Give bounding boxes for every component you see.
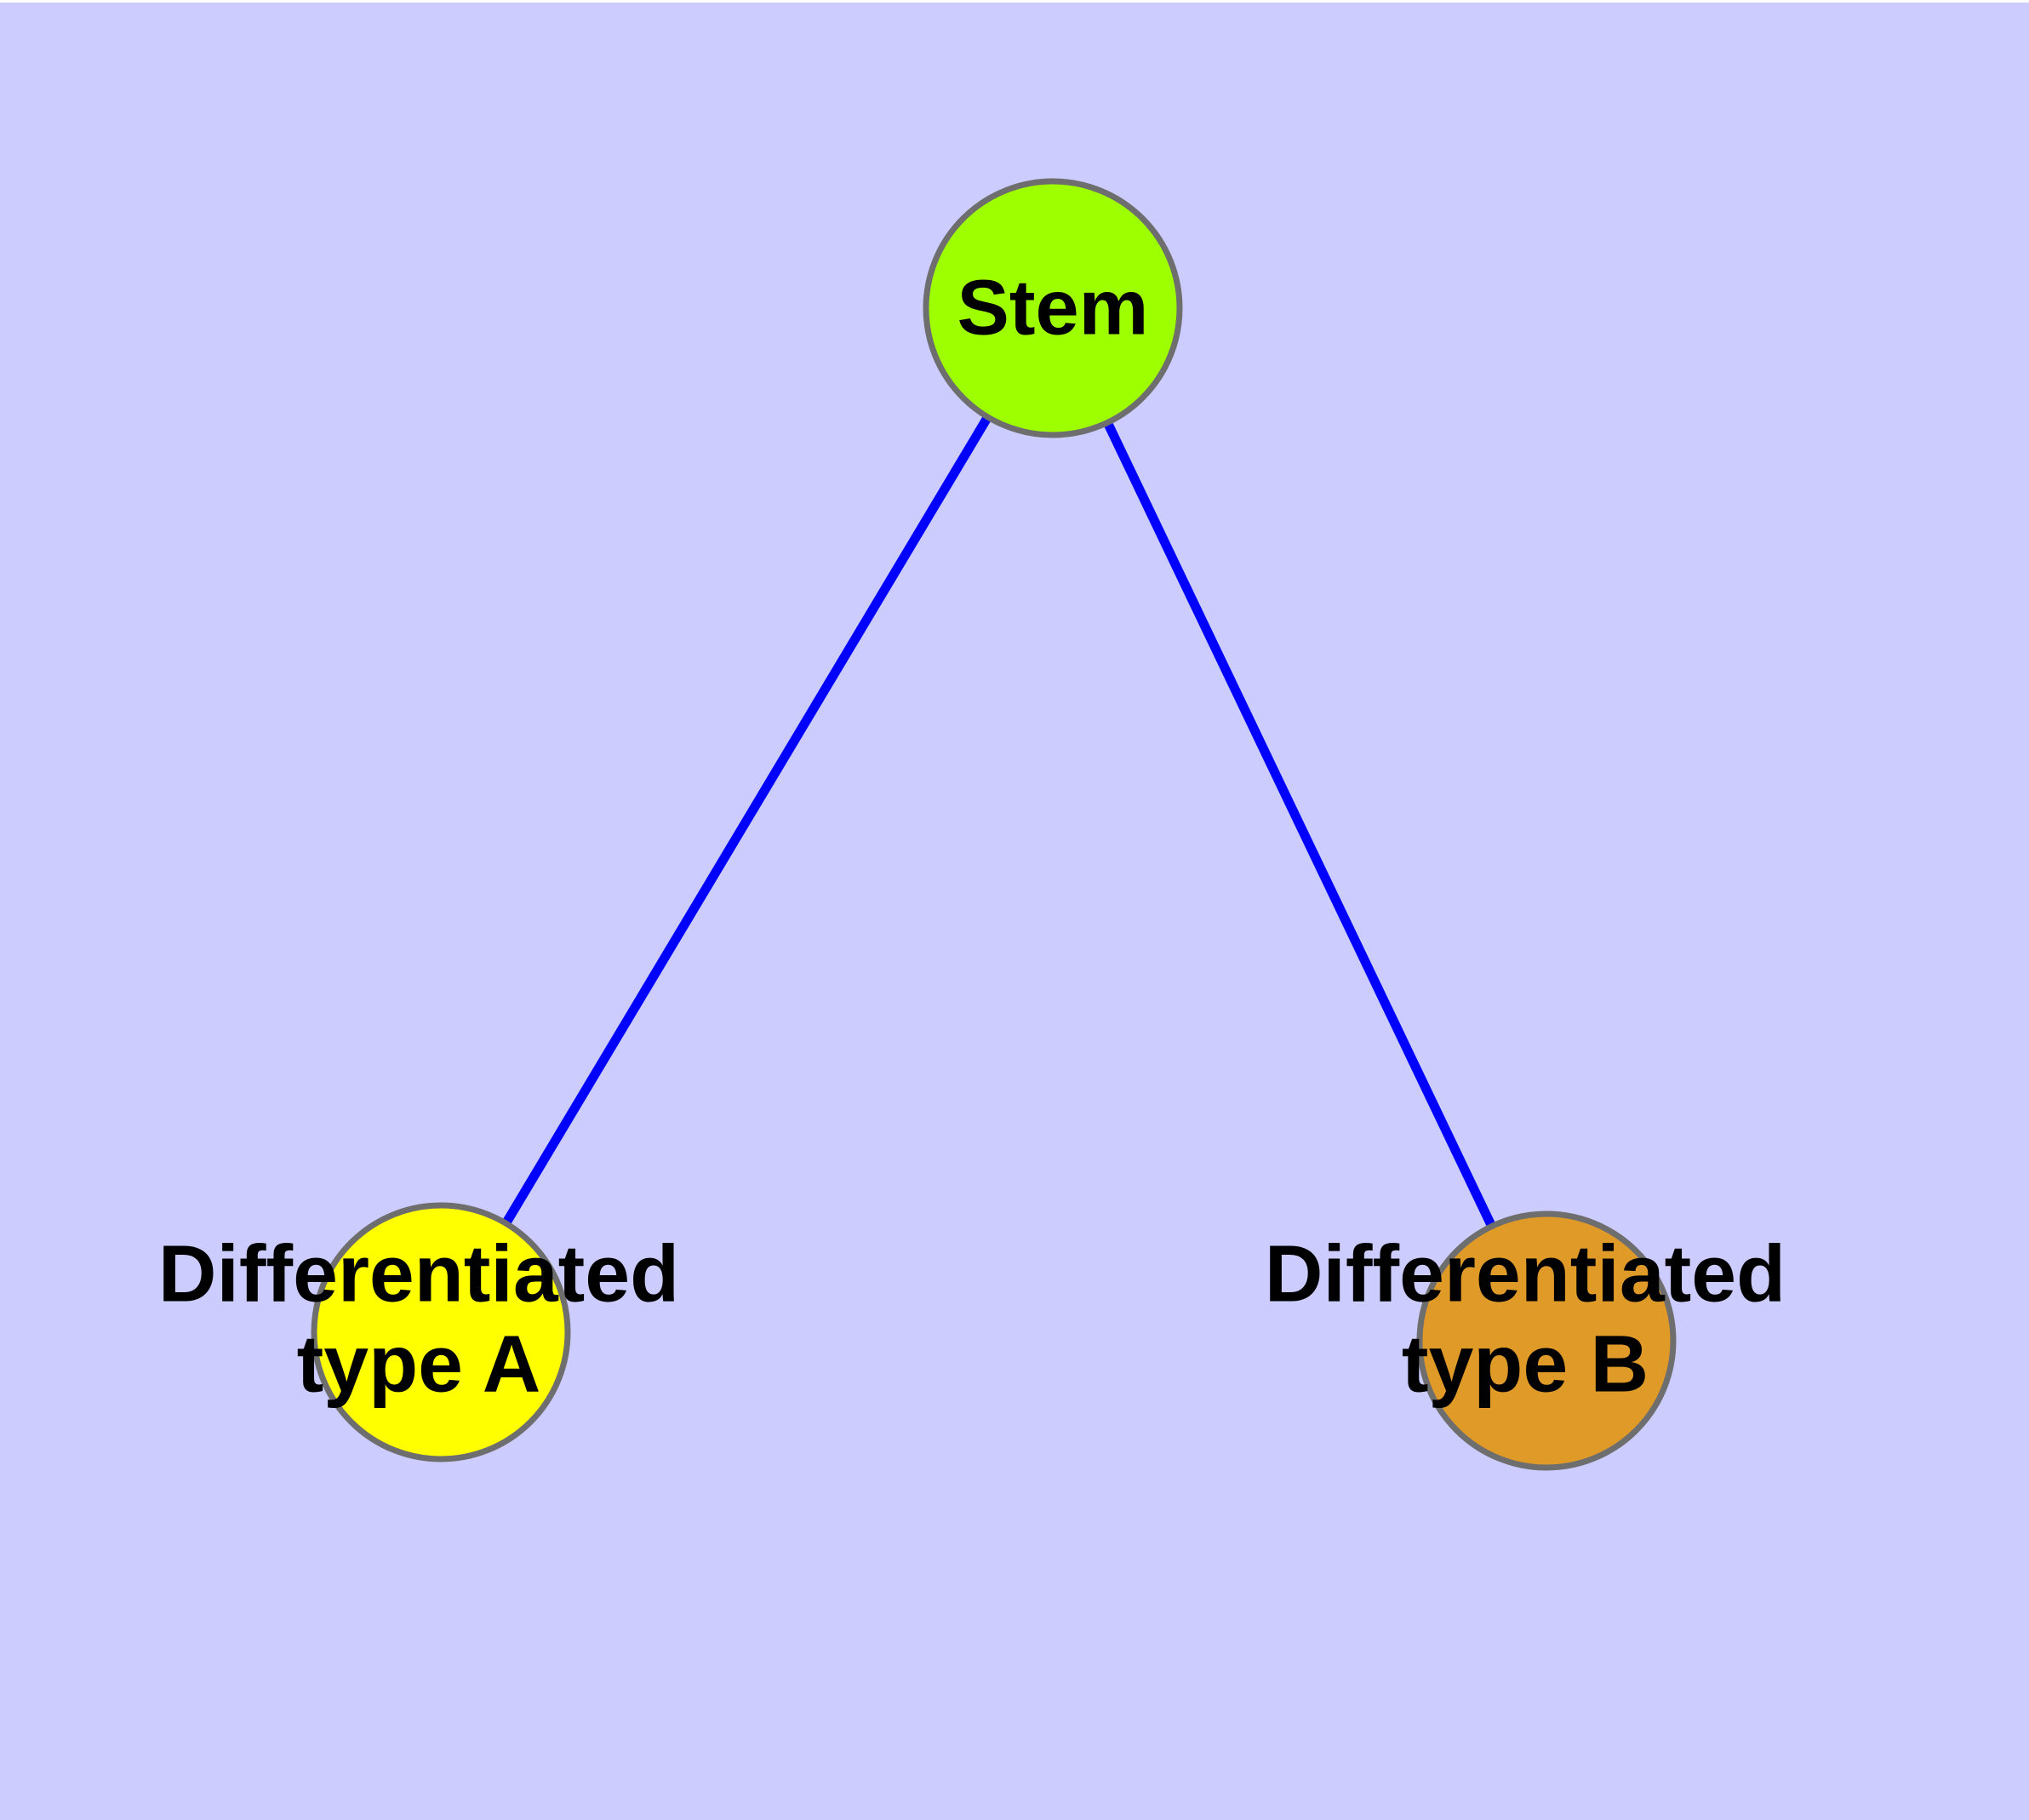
edge-stem-to-differentiated-a: [437, 306, 1057, 1335]
node-layer: [311, 178, 1677, 1471]
node-differentiated-type-b[interactable]: [1416, 1210, 1677, 1471]
node-differentiated-type-a[interactable]: [311, 1202, 571, 1462]
edge-layer: [437, 306, 1551, 1343]
node-stem[interactable]: [923, 178, 1183, 438]
edge-stem-to-differentiated-b: [1049, 306, 1551, 1343]
